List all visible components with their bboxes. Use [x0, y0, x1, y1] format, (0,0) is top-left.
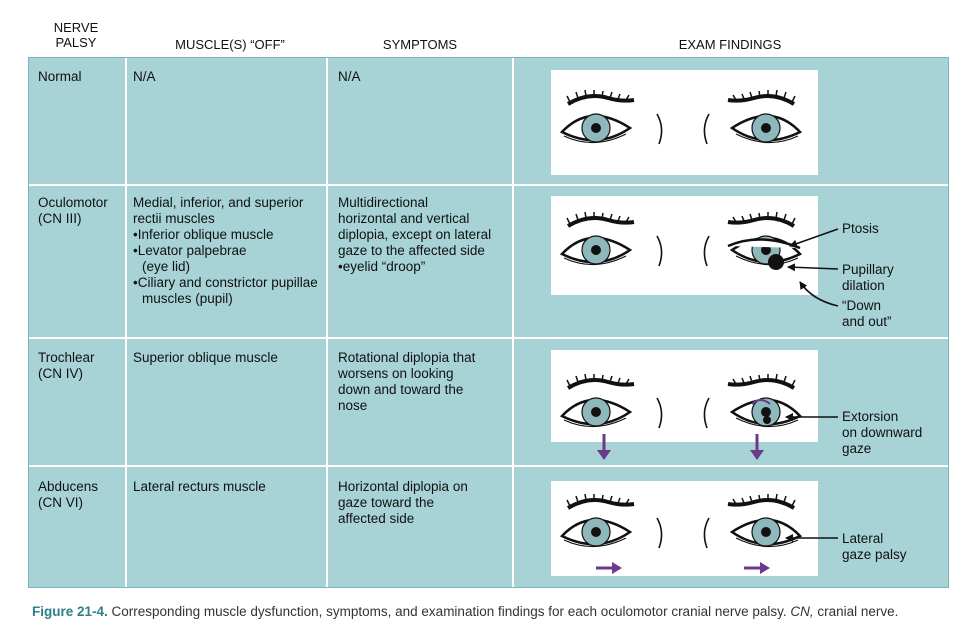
- header-muscles: MUSCLE(S) “OFF”: [175, 37, 285, 52]
- row-normal-palsy: Normal: [38, 69, 82, 85]
- row-normal-symptoms: N/A: [338, 69, 361, 84]
- symptom-line: Multidirectional: [338, 195, 429, 210]
- header-nerve-palsy: NERVE PALSY: [44, 20, 108, 50]
- label-ptosis: Ptosis: [842, 221, 879, 236]
- label-extorsion: Extorsion on downward gaze: [842, 409, 922, 457]
- palsy-name: Abducens: [38, 479, 99, 494]
- symptom-line: down and toward the: [338, 382, 464, 397]
- label-line: gaze palsy: [842, 547, 907, 562]
- gaze-direction-arrows: [596, 434, 770, 574]
- symptom-line: diplopia, except on lateral: [338, 227, 492, 242]
- down-arrow-right-head: [750, 450, 764, 460]
- palsy-cn: (CN III): [38, 211, 82, 226]
- row-oculomotor-symptoms: Multidirectional horizontal and vertical…: [338, 195, 508, 275]
- palsy-name: Oculomotor: [38, 195, 108, 210]
- caption-abbr: CN,: [790, 604, 814, 619]
- symptom-line: nose: [338, 398, 368, 413]
- row-trochlear-palsy: Trochlear (CN IV): [38, 350, 95, 382]
- palsy-cn: (CN IV): [38, 366, 83, 381]
- label-line: Extorsion: [842, 409, 899, 424]
- palsy-name: Trochlear: [38, 350, 95, 365]
- symptom-line: horizontal and vertical: [338, 211, 470, 226]
- symptom-bullets: eyelid “droop”: [338, 259, 508, 275]
- caption-text: Corresponding muscle dysfunction, sympto…: [107, 604, 791, 619]
- symptom-line: affected side: [338, 511, 415, 526]
- down-and-out-arrow: [799, 281, 839, 307]
- row-oculomotor-muscles: Medial, inferior, and superior rectii mu…: [133, 195, 323, 307]
- symptom-line: gaze toward the: [338, 495, 435, 510]
- right-arrow-right-head: [760, 562, 770, 574]
- figure-label: Figure 21-4.: [32, 604, 108, 619]
- symptom-line: Rotational diplopia that: [338, 350, 476, 365]
- label-lateral-gaze-palsy: Lateral gaze palsy: [842, 531, 907, 563]
- symptom-line: gaze to the affected side: [338, 243, 485, 258]
- label-line: “Down: [842, 298, 882, 313]
- row-abducens-symptoms: Horizontal diplopia on gaze toward the a…: [338, 479, 468, 527]
- label-line: dilation: [842, 278, 885, 293]
- row-trochlear-muscles: Superior oblique muscle: [133, 350, 278, 365]
- dilated-pupil: [768, 254, 784, 270]
- label-line: gaze: [842, 441, 872, 456]
- header-palsy-line1: NERVE: [53, 20, 99, 35]
- eye-pair-abducens: [560, 492, 802, 549]
- caption-abbr-def: cranial nerve.: [813, 604, 899, 619]
- muscle-bullet: Levator palpebrae (eye lid): [133, 243, 262, 275]
- row-trochlear-symptoms: Rotational diplopia that worsens on look…: [338, 350, 475, 414]
- label-down-and-out: “Down and out”: [842, 298, 892, 330]
- annotation-arrows: [785, 228, 839, 542]
- label-line: and out”: [842, 314, 892, 329]
- row-abducens-palsy: Abducens (CN VI): [38, 479, 98, 511]
- row-normal-muscles: N/A: [133, 69, 156, 84]
- pupillary-dilation-arrow: [787, 263, 839, 272]
- symptom-line: worsens on looking: [338, 366, 454, 381]
- header-symptoms: SYMPTOMS: [382, 37, 458, 52]
- palsy-name: Normal: [38, 69, 82, 84]
- label-pupillary-dilation: Pupillary dilation: [842, 262, 894, 294]
- figure-caption: Figure 21-4. Corresponding muscle dysfun…: [32, 604, 898, 619]
- symptom-line: Horizontal diplopia on: [338, 479, 468, 494]
- label-line: on downward: [842, 425, 923, 440]
- right-arrow-left-head: [612, 562, 622, 574]
- torsion-arc: [751, 399, 771, 405]
- eye-pair-trochlear: [560, 372, 802, 429]
- muscle-line: Medial, inferior, and superior: [133, 195, 304, 210]
- palsy-cn: (CN VI): [38, 495, 83, 510]
- row-abducens-muscles: Lateral recturs muscle: [133, 479, 266, 494]
- muscle-bullet: Inferior oblique muscle: [133, 227, 323, 243]
- muscle-line: rectii muscles: [133, 211, 215, 226]
- down-arrow-left-head: [597, 450, 611, 460]
- muscle-bullet: Ciliary and constrictor pupillae muscles…: [133, 275, 322, 307]
- eye-pair-oculomotor: [560, 210, 802, 270]
- label-line: Lateral: [842, 531, 884, 546]
- row-oculomotor-palsy: Oculomotor (CN III): [38, 195, 108, 227]
- eye-pair-normal: [560, 88, 802, 145]
- header-palsy-line2: PALSY: [55, 35, 97, 50]
- muscle-bullets: Inferior oblique muscle Levator palpebra…: [133, 227, 323, 307]
- ptosis-arrow: [789, 228, 839, 248]
- label-line: Pupillary: [842, 262, 894, 277]
- symptom-bullet: eyelid “droop”: [338, 259, 508, 275]
- header-exam-findings: EXAM FINDINGS: [678, 37, 782, 52]
